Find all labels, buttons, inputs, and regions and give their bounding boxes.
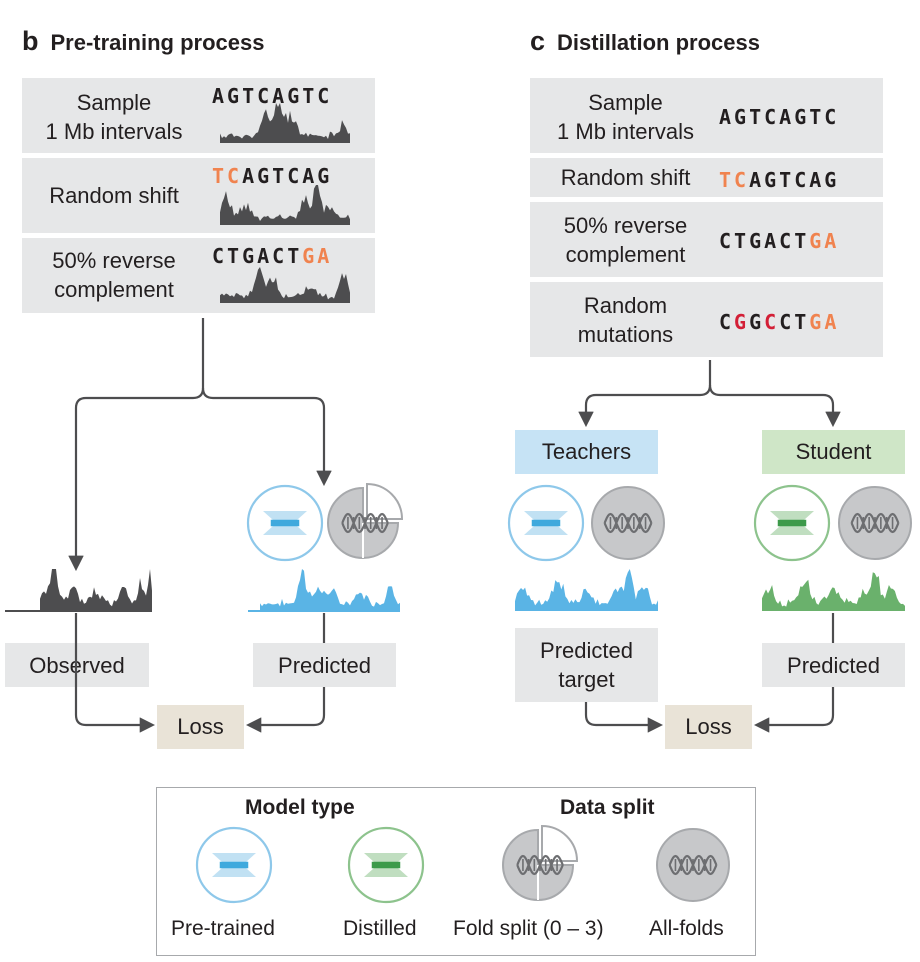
legend-model-type-heading: Model type — [245, 796, 355, 819]
model-icons — [195, 482, 912, 904]
c-predicted-label: Predicted — [762, 643, 905, 687]
legend-fold-split-label: Fold split (0 – 3) — [453, 917, 604, 940]
c-seq-mutations: CGGCCTGA — [719, 310, 839, 334]
panel-c-header: c Distillation process — [530, 26, 760, 57]
teachers-label: Teachers — [515, 430, 658, 474]
panel-c-letter: c — [530, 26, 546, 56]
sequence-segment: AGTCAGTC — [212, 84, 333, 108]
c-student-model-icon — [753, 484, 831, 562]
legend-all-folds-label: All-folds — [649, 917, 724, 940]
b-loss-label: Loss — [157, 705, 244, 749]
b-step-tracks — [220, 103, 350, 303]
panel-b-letter: b — [22, 26, 39, 56]
b-seq-shift: TCAGTCAG — [212, 164, 332, 188]
c-step-sample-label: Sample 1 Mb intervals — [557, 90, 694, 144]
signal-tracks — [5, 569, 905, 612]
b-step-sample-label: Sample 1 Mb intervals — [45, 90, 183, 144]
panel-b-header: b Pre-training process — [22, 26, 264, 57]
sequence-segment: CT — [779, 310, 810, 334]
c-step-mutations — [530, 282, 883, 357]
c-step-revcomp — [530, 202, 883, 277]
b-fold-split-dna-icon — [327, 482, 404, 559]
sequence-segment: TC — [719, 168, 750, 192]
c-connectors — [578, 360, 841, 733]
sequence-segment: C — [719, 310, 735, 334]
sequence-segment: AGTCAGTC — [719, 105, 840, 129]
observed-track — [40, 569, 152, 611]
sequence-segment: AGTCAG — [749, 168, 840, 192]
c-teacher-track — [515, 569, 658, 611]
sequence-segment: GA — [302, 244, 333, 268]
legend-distilled-label: Distilled — [343, 917, 417, 940]
b-predicted-label: Predicted — [253, 643, 396, 687]
sequence-segment: GA — [809, 229, 840, 253]
student-label: Student — [762, 430, 905, 474]
c-loss-label: Loss — [665, 705, 752, 749]
sequence-segment: G — [749, 310, 765, 334]
sequence-segment: C — [764, 310, 780, 334]
b-revcomp-track — [220, 267, 350, 303]
b-sample-track — [220, 103, 350, 143]
c-student-track — [762, 572, 905, 611]
c-predicted-target-label: Predicted target — [515, 628, 658, 702]
legend-pretrained-label: Pre-trained — [171, 917, 275, 940]
b-shift-track — [220, 185, 350, 225]
c-student-dna-icon — [838, 486, 912, 560]
sequence-segment: GA — [809, 310, 840, 334]
c-step-sample — [530, 78, 883, 153]
legend-data-split-heading: Data split — [560, 796, 655, 819]
b-seq-sample: AGTCAGTC — [212, 84, 332, 108]
b-connectors — [68, 318, 332, 733]
c-step-shift-label: Random shift — [560, 165, 691, 190]
legend-fold-split-icon — [502, 824, 579, 901]
c-teacher-model-icon — [507, 484, 585, 562]
panel-c-title: Distillation process — [557, 30, 760, 55]
sequence-segment: CTGACT — [719, 229, 810, 253]
c-step-shift — [530, 158, 883, 197]
b-predicted-track — [260, 569, 400, 611]
c-seq-shift: TCAGTCAG — [719, 168, 839, 192]
c-teacher-dna-icon — [591, 486, 665, 560]
legend-all-folds-icon — [656, 828, 730, 902]
sequence-segment: CTGACT — [212, 244, 303, 268]
legend-pretrained-icon — [195, 826, 273, 904]
sequence-segment: G — [734, 310, 750, 334]
b-step-revcomp-label: 50% reverse complement — [52, 248, 176, 302]
b-pretrained-model-icon — [246, 484, 324, 562]
b-seq-revcomp: CTGACTGA — [212, 244, 332, 268]
c-step-mutations-label: Random mutations — [577, 293, 674, 347]
c-step-revcomp-label: 50% reverse complement — [563, 213, 688, 267]
c-seq-revcomp: CTGACTGA — [719, 229, 839, 253]
legend-distilled-icon — [347, 826, 425, 904]
c-seq-sample: AGTCAGTC — [719, 105, 839, 129]
sequence-segment: AGTCAG — [242, 164, 333, 188]
b-step-shift-label: Random shift — [49, 183, 179, 208]
panel-b-title: Pre-training process — [50, 30, 265, 55]
sequence-segment: TC — [212, 164, 243, 188]
